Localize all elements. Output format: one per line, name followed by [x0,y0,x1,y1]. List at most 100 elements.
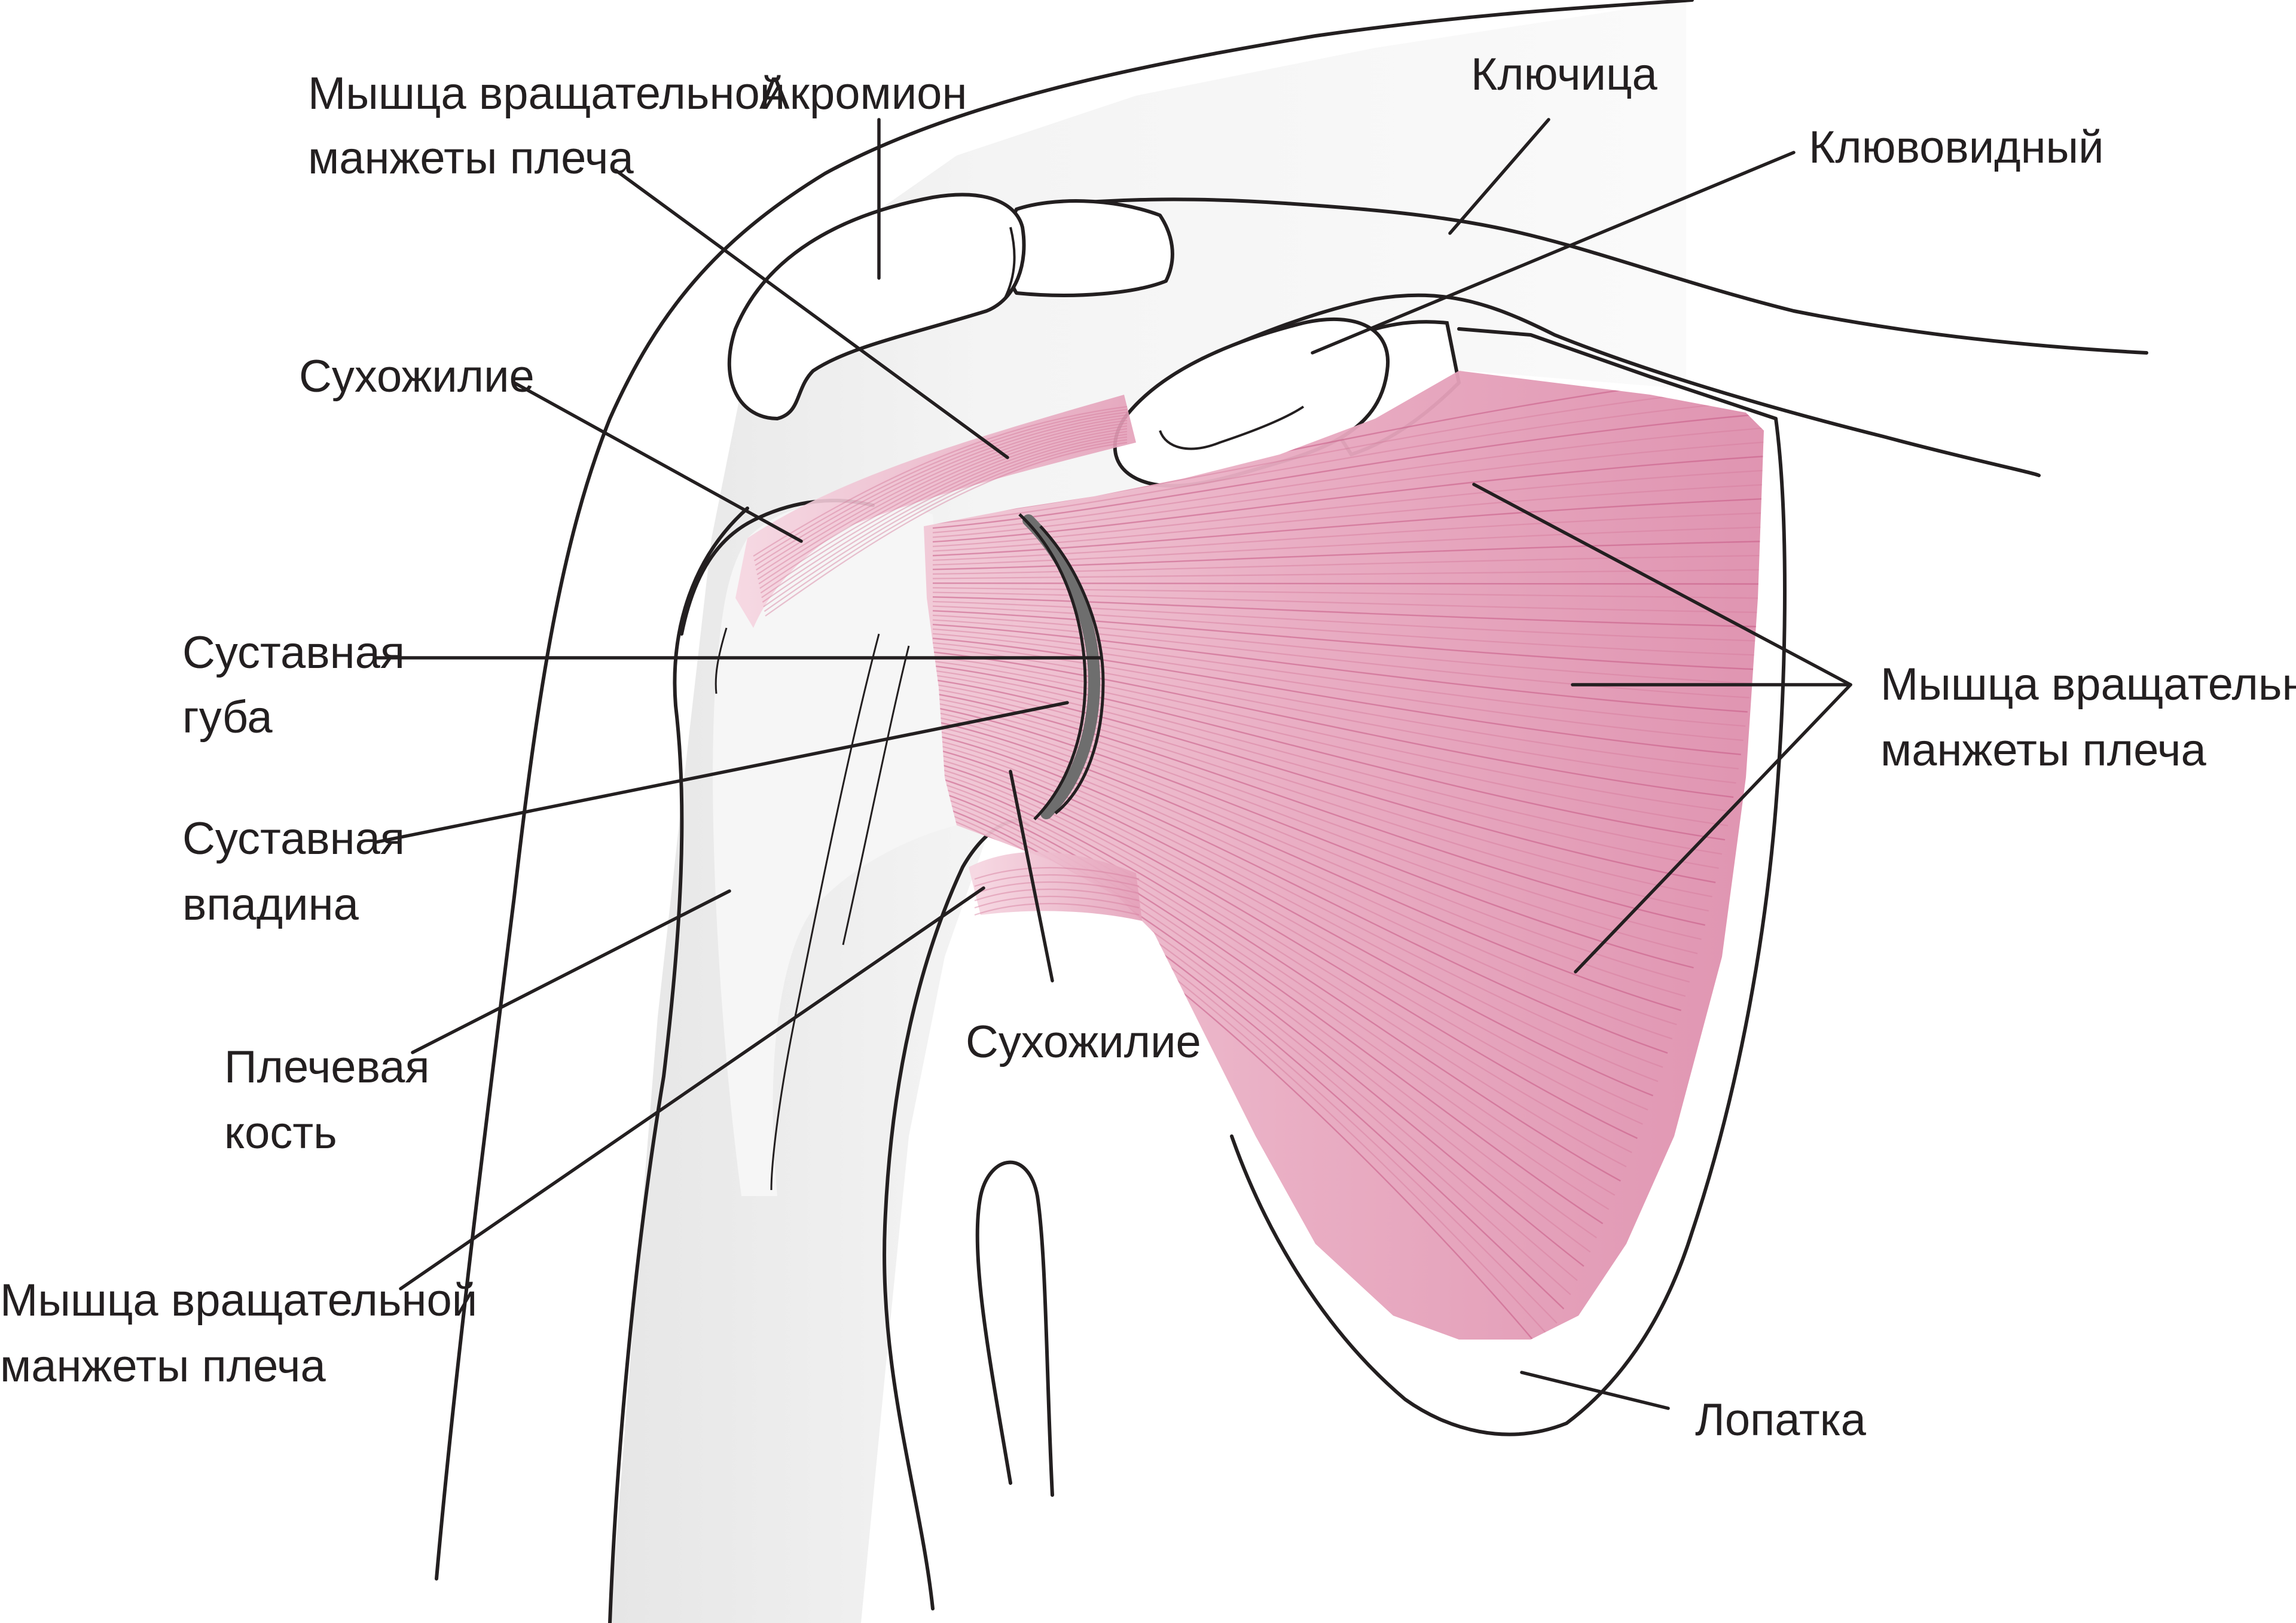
muscle-fiber [932,656,1731,812]
tendon-fiber [974,881,1140,895]
label-rotator-cuff-right: Мышца вращательной манжеты плеча [1880,659,2296,776]
leader-rotator-cuff-right-a [1472,483,1852,687]
muscle-fiber [932,512,1764,561]
muscle-fiber [932,729,1673,1040]
leader-rotator-cuff-right-c [1574,683,1852,974]
muscle-fiber [932,780,1616,1196]
muscle-fiber [932,554,1764,575]
tendon-fiber [974,895,1140,909]
muscle-fiber [932,633,1744,742]
armpit-contour [883,819,1030,1610]
label-tendon-upper: Сухожилие [299,351,535,402]
clavicle-lower-contour [1200,293,2041,477]
arm-skin-fill [610,0,1686,1623]
muscle-fiber [932,600,1757,642]
tendon-fiber [974,874,1140,887]
leader-rotator-cuff-top [614,169,1009,459]
humerus-shaft-line-2 [842,645,910,945]
tendon-fiber [761,431,1128,599]
label-glenoid-labrum: Суставная губа [182,627,417,743]
muscle-fiber [932,526,1764,566]
arm-silhouette [435,0,1694,1623]
humerus-head-fill [713,500,957,1196]
muscle-fiber [932,637,1741,755]
tendon-fiber [759,425,1128,589]
humerus-head [680,499,957,1196]
tendon-fiber [764,439,1128,612]
scapula-outline [1230,327,1787,1436]
clavicle-end [1006,199,1174,297]
muscle-fiber [932,734,1668,1054]
leader-coracoid [1311,151,1796,355]
tendon-fiber [765,441,1128,617]
upper-tendon-fibers [753,405,1128,617]
muscle-fiber [932,484,1764,552]
leader-tendon-lower [1009,770,1054,983]
tendon-fiber [756,414,1128,571]
muscle-fibers [932,371,1764,1340]
muscle-fiber [932,775,1621,1182]
muscle-fiber [932,651,1734,798]
tendon-fiber [753,408,1128,562]
label-humerus: Плечевая кость [224,1042,442,1158]
label-rotator-cuff-top: Мышца вращательной манжеты плеча [308,68,798,184]
leader-lines [375,118,1852,1410]
tendon-fiber [760,428,1128,594]
coracoid-inner-line [1159,405,1305,450]
muscle-fiber [932,605,1755,656]
muscle-fiber [932,752,1648,1111]
label-glenoid-cavity: Суставная впадина [182,813,417,930]
muscle-fiber [932,743,1659,1082]
lower-tendon-fibers [974,867,1140,916]
muscle-fiber [932,785,1610,1210]
muscle-fiber [932,541,1764,571]
muscle-fiber [932,725,1677,1026]
muscle-fiber [932,761,1638,1139]
leader-rotator-cuff-bottom [399,886,985,1291]
labels: Мышца вращательной манжеты плеча Акромио… [0,49,2296,1445]
muscle-fiber [932,670,1723,855]
muscle-fiber [932,766,1632,1154]
muscle-fiber [932,646,1736,784]
muscle-fiber [932,587,1761,599]
muscle-fiber [932,715,1686,997]
muscle-fiber [932,665,1726,841]
muscle-fiber [932,739,1663,1068]
tendon-fiber [763,436,1128,608]
lower-tendon [969,852,1142,921]
muscle-fiber [932,679,1716,883]
clavicle-upper-contour [1015,197,2148,355]
label-scapula: Лопатка [1695,1395,1867,1445]
rotator-cuff-muscle-main [924,371,1764,1340]
muscle-fiber [932,757,1643,1125]
muscle-fiber [932,660,1729,826]
tendon-fiber [753,405,1128,557]
muscle-fiber [932,771,1627,1167]
leader-tendon-upper [512,381,803,543]
muscle-fiber [932,642,1739,770]
arm-outer-contour [435,0,1694,1581]
muscle-fiber [932,803,1584,1267]
label-rotator-cuff-bottom: Мышца вращательной манжеты плеча [0,1275,490,1392]
muscle-fiber [932,701,1698,954]
label-clavicle: Ключица [1471,49,1658,100]
tendon-fiber [974,888,1140,902]
muscle-fiber [932,674,1719,869]
tendon-fiber [758,422,1128,585]
muscle-fiber [932,684,1712,898]
muscle-fiber [932,582,1762,585]
muscle-fiber [932,624,1748,713]
humerus-shaft-line [770,633,880,1191]
muscle-fiber [932,748,1654,1097]
leader-clavicle [1448,118,1550,235]
tendon-fiber [974,902,1140,916]
muscle-fiber [932,692,1705,926]
tendon-fiber [758,419,1128,580]
leader-glenoid-cavity [375,701,1069,844]
inner-arm-fold [975,1160,1054,1497]
muscle-fiber [932,398,1764,524]
leader-humerus [411,889,731,1054]
muscle-fiber [932,591,1760,614]
tendon-fiber [755,411,1128,566]
